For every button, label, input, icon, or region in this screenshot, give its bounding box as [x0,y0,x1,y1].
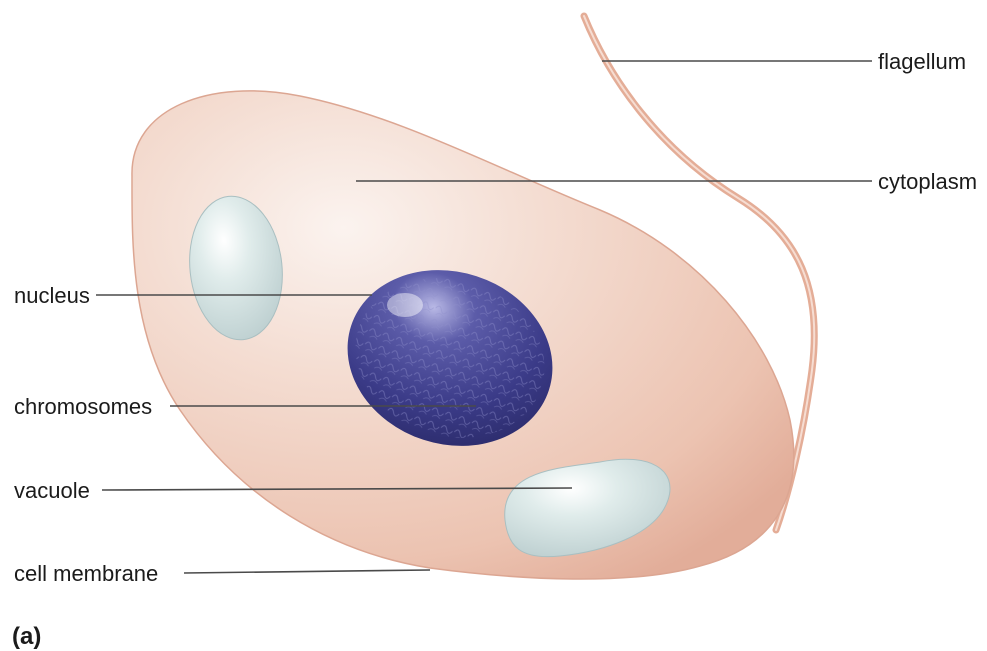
vacuole-label: vacuole [14,478,90,503]
cytoplasm-label: cytoplasm [878,169,977,194]
chromosomes-label: chromosomes [14,394,152,419]
cell-membrane-label: cell membrane [14,561,158,586]
cell-membrane-leader [184,570,430,573]
nucleus-label: nucleus [14,283,90,308]
panel-label: (a) [12,623,41,650]
flagellum-label: flagellum [878,49,966,74]
